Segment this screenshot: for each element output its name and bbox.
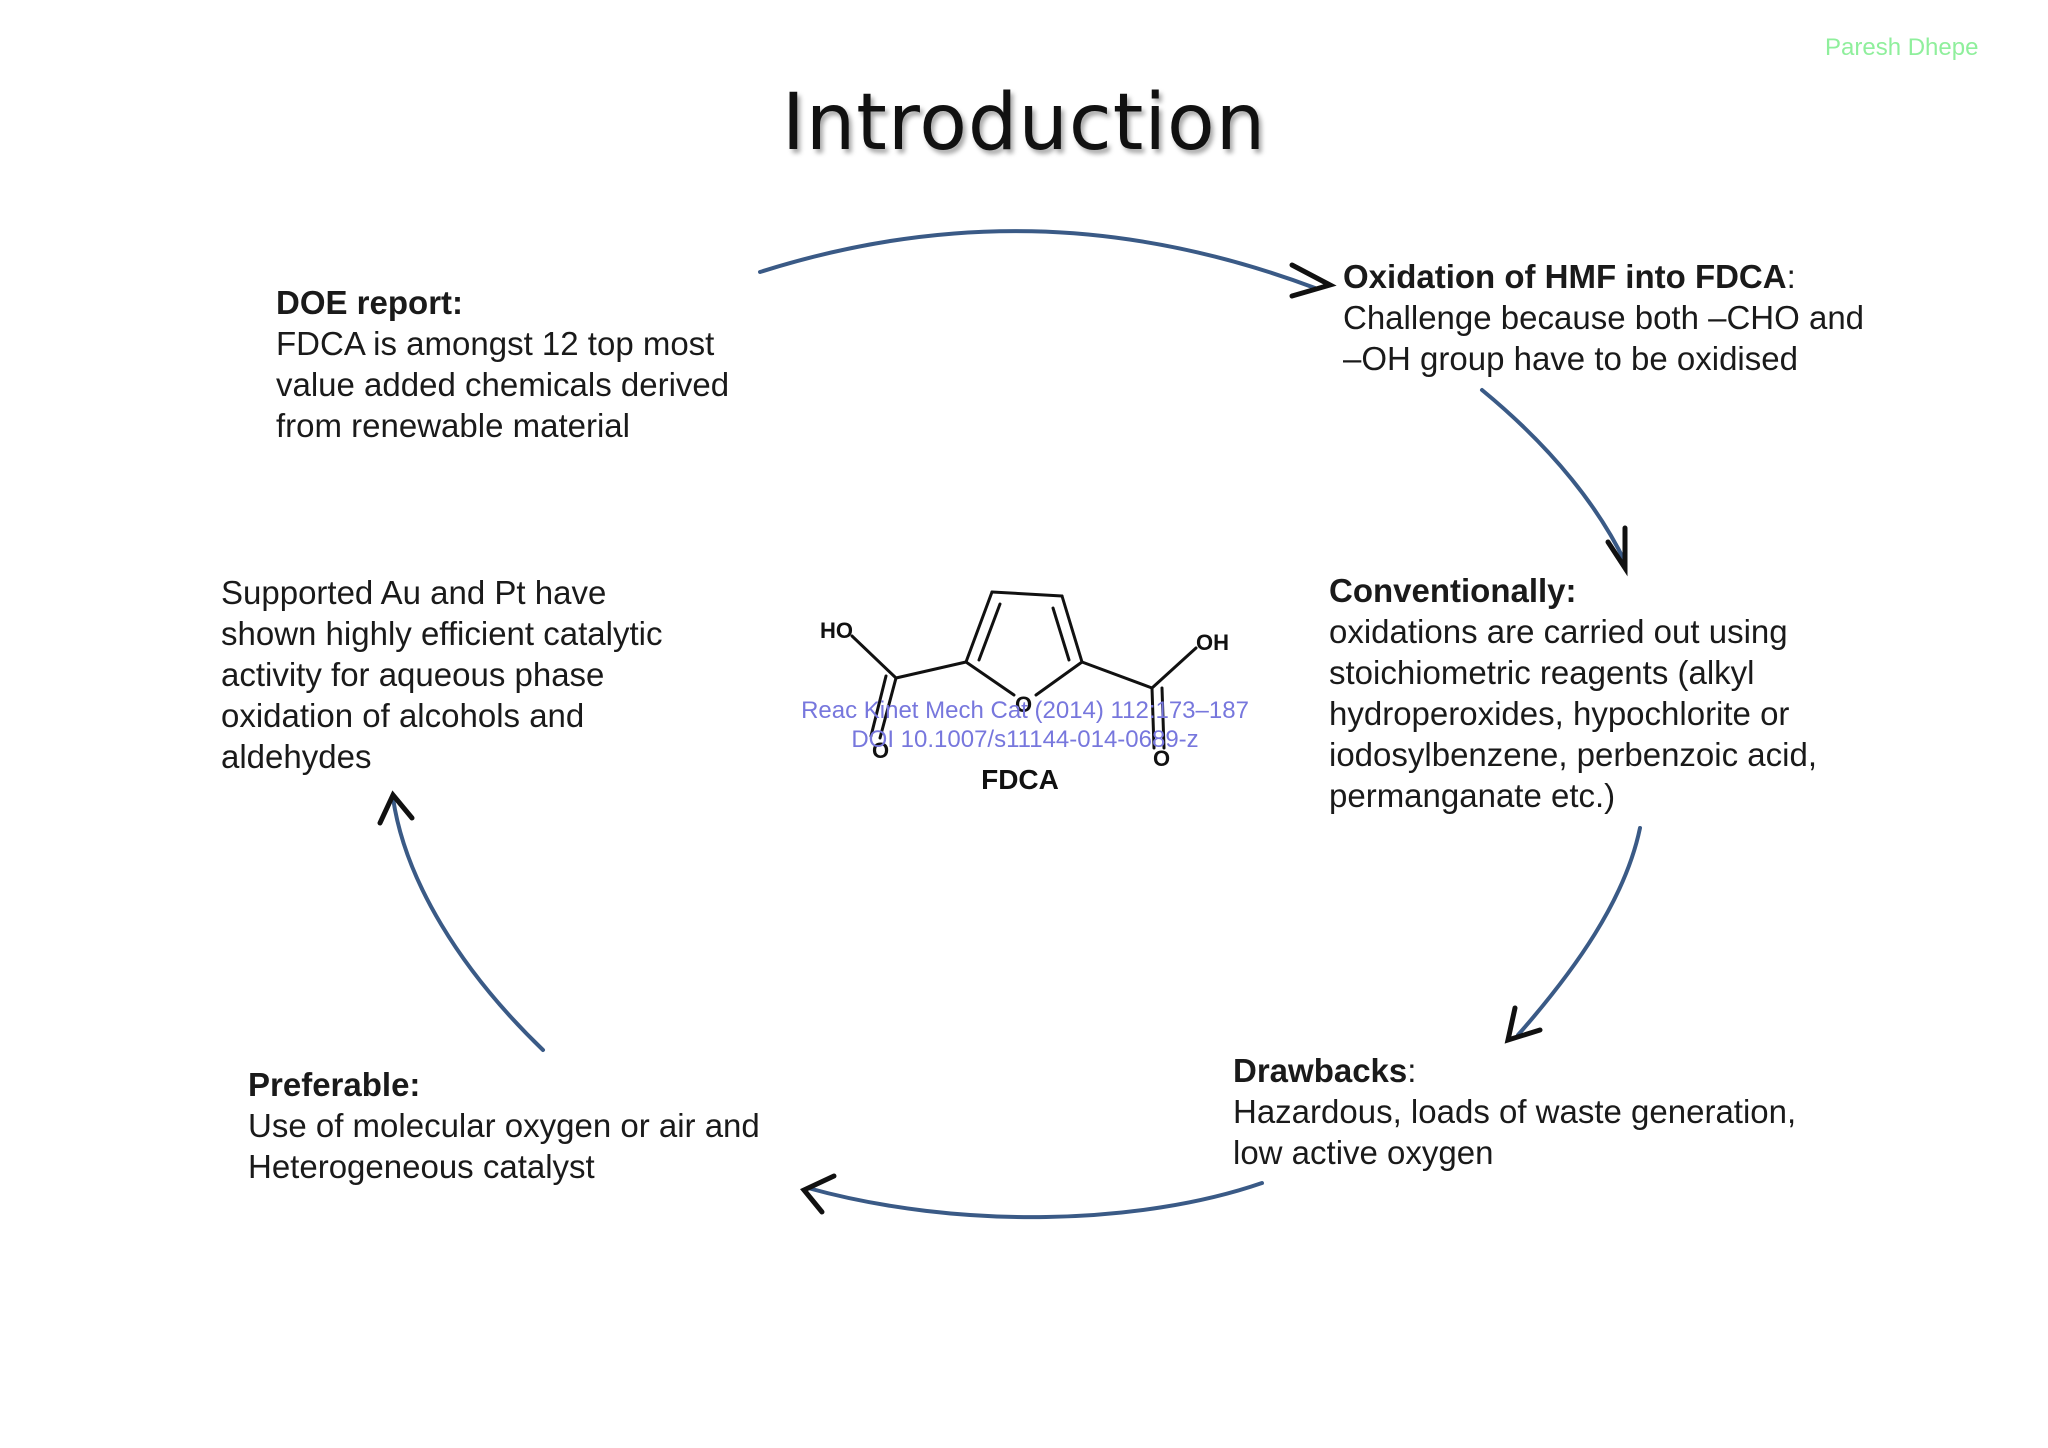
supported-line: Supported Au and Pt have: [221, 574, 607, 611]
doe-report-heading: DOE report:: [276, 284, 464, 321]
arrowhead-preferable: [800, 1173, 837, 1215]
molecule-label: FDCA: [981, 764, 1059, 795]
doe-report-line: value added chemicals derived: [276, 366, 730, 403]
conventionally-line: hydroperoxides, hypochlorite or: [1329, 695, 1790, 732]
supported-line: aldehydes: [221, 738, 372, 775]
atom-ho: HO: [820, 618, 853, 643]
carbonyl-bond: [1160, 686, 1166, 750]
arrow-conventionally-to-drawbacks: [1516, 826, 1642, 1037]
arrowhead-conventionally: [1605, 525, 1628, 577]
arrow-preferable-to-supported: [391, 796, 545, 1052]
drawbacks-heading-colon: :: [1407, 1052, 1417, 1089]
conventionally-line: oxidations are carried out using: [1329, 613, 1788, 650]
supported-line: activity for aqueous phase: [221, 656, 605, 693]
atom-carbonyl-oxygen: O: [872, 738, 889, 763]
oxidation-heading-colon: :: [1786, 258, 1796, 295]
carbonyl-bond: [878, 676, 898, 740]
arrow-oxidation-to-conventionally: [1480, 388, 1627, 564]
ring-double-bond: [1051, 606, 1071, 662]
conventionally-line: stoichiometric reagents (alkyl: [1329, 654, 1755, 691]
arrow-drawbacks-to-preferable: [806, 1181, 1264, 1220]
preferable-box: Preferable: Use of molecular oxygen or a…: [248, 1064, 760, 1187]
doe-report-line: from renewable material: [276, 407, 630, 444]
ring-bond: [964, 660, 1016, 697]
preferable-line: Use of molecular oxygen or air and: [248, 1107, 760, 1144]
conventionally-line: permanganate etc.): [1329, 777, 1616, 814]
doe-report-box: DOE report: FDCA is amongst 12 top most …: [276, 282, 729, 446]
slide-title: Introduction: [781, 78, 1267, 168]
ring-double-bond: [977, 602, 1002, 662]
bond: [850, 634, 898, 680]
arrowhead-supported: [377, 790, 415, 826]
drawbacks-box: Drawbacks: Hazardous, loads of waste gen…: [1233, 1050, 1796, 1173]
preferable-line: Heterogeneous catalyst: [248, 1148, 595, 1185]
citation-watermark: Reac Kinet Mech Cat (2014) 112:173–187 D…: [770, 696, 1280, 754]
conventionally-box: Conventionally: oxidations are carried o…: [1329, 570, 1817, 816]
carbonyl-bond: [1150, 686, 1156, 750]
bond: [1080, 660, 1154, 690]
arrowhead-drawbacks: [1504, 1005, 1543, 1044]
supported-line: oxidation of alcohols and: [221, 697, 585, 734]
bond: [894, 660, 968, 680]
ring-bond: [990, 590, 1064, 598]
supported-box: Supported Au and Pt have shown highly ef…: [221, 572, 662, 777]
atom-ring-oxygen: O: [1015, 692, 1032, 717]
drawbacks-heading: Drawbacks: [1233, 1052, 1408, 1089]
author-watermark: Paresh Dhepe: [1825, 34, 1979, 61]
doe-report-line: FDCA is amongst 12 top most: [276, 325, 715, 362]
conventionally-line: iodosylbenzene, perbenzoic acid,: [1329, 736, 1817, 773]
carbonyl-bond: [869, 674, 888, 738]
oxidation-heading: Oxidation of HMF into FDCA: [1343, 258, 1787, 295]
citation-doi: DOI 10.1007/s11144-014-0689-z: [851, 726, 1199, 753]
arrow-doe-to-oxidation: [758, 229, 1317, 290]
drawbacks-line: low active oxygen: [1233, 1134, 1494, 1171]
oxidation-line: Challenge because both –CHO and: [1343, 299, 1865, 336]
citation-journal: Reac Kinet Mech Cat (2014) 112:173–187: [801, 697, 1249, 724]
conventionally-heading: Conventionally:: [1329, 572, 1577, 609]
ring-bond: [1060, 594, 1084, 664]
ring-bond: [964, 590, 994, 664]
atom-carbonyl-oxygen: O: [1153, 746, 1170, 771]
oxidation-line: –OH group have to be oxidised: [1343, 340, 1798, 377]
oxidation-box: Oxidation of HMF into FDCA: Challenge be…: [1343, 256, 1864, 379]
supported-line: shown highly efficient catalytic: [221, 615, 663, 652]
bond: [1150, 646, 1198, 690]
preferable-heading: Preferable:: [248, 1066, 421, 1103]
drawbacks-line: Hazardous, loads of waste generation,: [1233, 1093, 1797, 1130]
atom-oh: OH: [1196, 630, 1229, 655]
ring-bond: [1034, 660, 1084, 697]
arrowhead-oxidation: [1289, 262, 1337, 299]
